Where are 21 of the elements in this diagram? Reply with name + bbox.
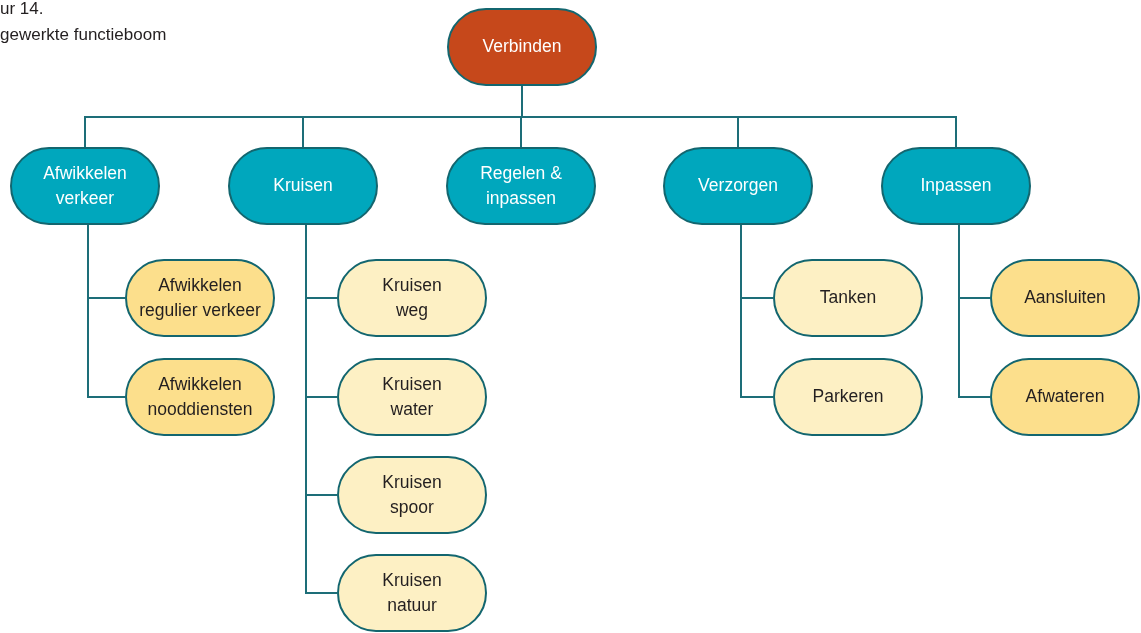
subfunction-node: Afwateren <box>990 358 1140 436</box>
subfunction-node: Kruisen natuur <box>337 554 487 632</box>
subfunction-node: Tanken <box>773 259 923 337</box>
subfunction-node: Kruisen water <box>337 358 487 436</box>
connector-line <box>958 224 991 398</box>
function-node: Verzorgen <box>663 147 813 225</box>
subfunction-node: Kruisen weg <box>337 259 487 337</box>
function-node: Afwikkelen verkeer <box>10 147 160 225</box>
connector-line <box>87 224 126 398</box>
function-node: Kruisen <box>228 147 378 225</box>
subfunction-node: Afwikkelen regulier verkeer <box>125 259 275 337</box>
subfunction-node: Kruisen spoor <box>337 456 487 534</box>
function-node: Inpassen <box>881 147 1031 225</box>
caption-text: ur 14. <box>0 0 44 17</box>
caption-text: gewerkte functieboom <box>0 26 167 43</box>
root-node: Verbinden <box>447 8 597 86</box>
function-node: Regelen & inpassen <box>446 147 596 225</box>
subfunction-node: Aansluiten <box>990 259 1140 337</box>
subfunction-node: Parkeren <box>773 358 923 436</box>
subfunction-node: Afwikkelen nooddiensten <box>125 358 275 436</box>
connector-line <box>740 224 774 398</box>
